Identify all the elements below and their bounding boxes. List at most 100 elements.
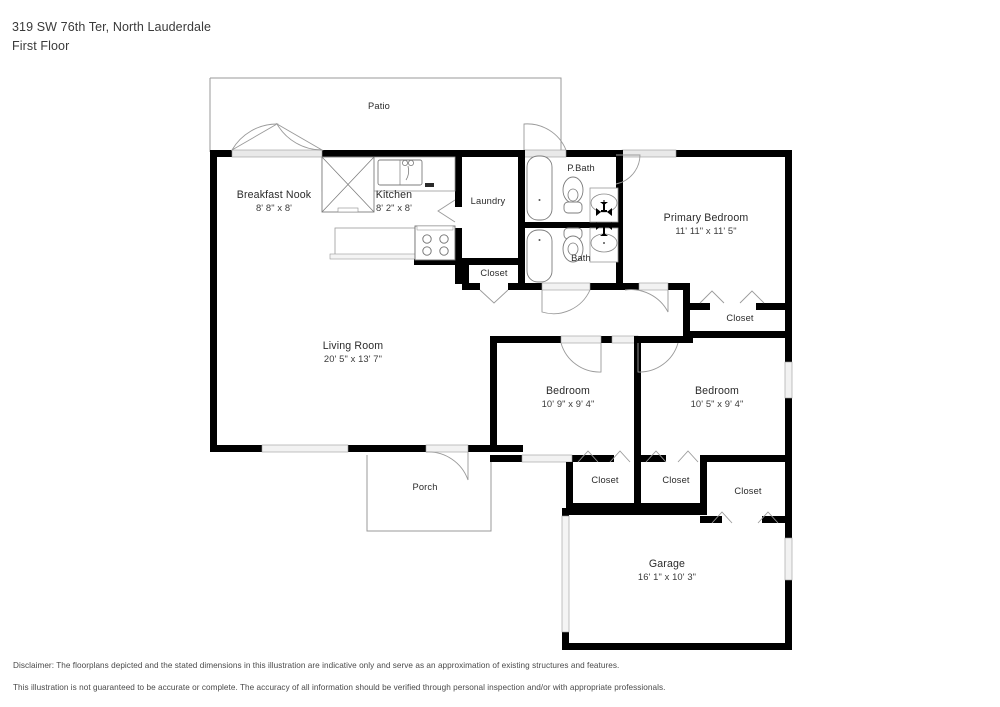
door-arc-patio-right bbox=[275, 122, 324, 151]
wall-bed-bottom-b bbox=[572, 455, 614, 462]
wall-closet-row-left bbox=[566, 462, 573, 510]
kitchen-island-counter bbox=[334, 227, 416, 259]
wall-left-exterior bbox=[210, 150, 217, 452]
wall-closet-primary-left bbox=[683, 283, 690, 331]
wall-right-exterior-c bbox=[785, 580, 792, 650]
toilet-icon-bath bbox=[562, 227, 584, 263]
wall-hall-top bbox=[490, 336, 612, 343]
floor-label: First Floor bbox=[12, 39, 70, 54]
porch-outline bbox=[366, 455, 492, 532]
wall-closet-garage-bottom-b bbox=[762, 516, 792, 523]
door-arc-closet-garage-b bbox=[757, 511, 779, 524]
window-right-garage bbox=[784, 537, 793, 581]
wall-closet-hall-left bbox=[462, 258, 469, 290]
wall-bath-bottom-b bbox=[590, 283, 623, 290]
patio-outline bbox=[209, 77, 562, 152]
wall-primary-bottom-a bbox=[623, 283, 639, 290]
disclaimer-line-1: Disclaimer: The floorplans depicted and … bbox=[13, 661, 620, 670]
pbath-fixtures bbox=[526, 155, 619, 223]
door-arc-closet-bed3-b bbox=[677, 450, 699, 463]
window-bottom-living bbox=[261, 444, 349, 453]
wall-kitchen-laundry-b bbox=[455, 228, 462, 284]
vanity-icon-bath bbox=[589, 227, 619, 263]
wall-closet-row-divider bbox=[634, 462, 641, 510]
wall-right-exterior-a bbox=[785, 150, 792, 362]
door-arc-patio-left bbox=[230, 123, 279, 152]
door-arc-bed3 bbox=[637, 342, 679, 373]
wall-top-left-a bbox=[210, 150, 232, 157]
door-arc-closet-garage-a bbox=[711, 511, 733, 524]
bathtub-icon-pbath bbox=[526, 155, 553, 221]
wall-top-mid bbox=[566, 150, 622, 157]
wall-garage-left-b bbox=[562, 632, 569, 650]
wall-garage-top bbox=[562, 508, 707, 515]
door-arc-primary bbox=[624, 289, 669, 313]
door-bed2-sill bbox=[560, 335, 602, 344]
door-arc-pbath bbox=[615, 154, 641, 185]
bath-fixtures bbox=[526, 222, 619, 283]
window-top-primary bbox=[621, 149, 677, 158]
plan-footer: Disclaimer: The floorplans depicted and … bbox=[13, 661, 973, 704]
door-arc-closet-bed2-b bbox=[609, 450, 631, 463]
refrigerator-icon bbox=[321, 156, 375, 213]
wall-top-left-b bbox=[322, 150, 524, 157]
wall-primary-bottom-b bbox=[668, 283, 690, 290]
wall-laundry-bath bbox=[518, 150, 525, 290]
kitchen-island-edge bbox=[329, 253, 416, 260]
wall-bed-bottom-d bbox=[700, 455, 792, 462]
door-arc-closet-primary-a bbox=[699, 290, 725, 304]
wall-closet-primary-bottom bbox=[683, 331, 792, 338]
kitchen-fixtures bbox=[321, 156, 456, 261]
wall-kitchen-stub bbox=[414, 258, 462, 265]
wall-closet-row-right bbox=[700, 462, 707, 510]
door-arc-closet-bed2-a bbox=[577, 450, 599, 463]
wall-hall-vertical bbox=[490, 336, 497, 452]
wall-bath-right-b bbox=[616, 190, 623, 290]
wall-top-right bbox=[676, 150, 792, 157]
door-arc-closet-hall bbox=[479, 289, 509, 304]
wall-bottom-living-b bbox=[348, 445, 426, 452]
wall-pbath-bath-divider bbox=[525, 222, 622, 228]
wall-bed2-bed3-divider bbox=[634, 336, 641, 461]
door-arc-kitchen-laundry bbox=[437, 199, 456, 223]
door-bath-sill bbox=[541, 282, 591, 291]
plan-header: 319 SW 76th Ter, North Lauderdale First … bbox=[12, 18, 211, 57]
wall-right-exterior-b bbox=[785, 398, 792, 538]
window-top-laundry bbox=[523, 149, 567, 158]
wall-closet-hall-bottom-a bbox=[462, 283, 480, 290]
disclaimer-line-2: This illustration is not guaranteed to b… bbox=[13, 682, 666, 692]
wall-bed-bottom-c bbox=[634, 455, 666, 462]
door-arc-bath bbox=[541, 289, 591, 315]
window-bed2-bottom bbox=[521, 454, 573, 463]
door-arc-closet-primary-b bbox=[739, 290, 765, 304]
wall-bottom-living-a bbox=[210, 445, 262, 452]
window-top-nook bbox=[231, 149, 323, 158]
toilet-icon-pbath bbox=[562, 176, 584, 214]
door-primary-sill bbox=[638, 282, 669, 291]
wall-closet-garage-bottom-a bbox=[700, 516, 722, 523]
wall-kitchen-laundry-a bbox=[455, 150, 462, 207]
wall-laundry-bottom bbox=[462, 258, 518, 265]
sink-icon bbox=[377, 159, 423, 186]
door-arc-bed2 bbox=[560, 342, 602, 373]
garage-door-opening bbox=[561, 515, 570, 633]
range-icon bbox=[414, 225, 456, 261]
kitchen-appliance-block bbox=[425, 183, 434, 187]
wall-closet-row-bottom bbox=[566, 503, 707, 510]
door-front-entry bbox=[425, 444, 469, 453]
wall-closet-primary-top-b bbox=[756, 303, 792, 310]
wall-group bbox=[210, 149, 793, 650]
wall-bottom-garage bbox=[562, 643, 792, 650]
wall-bed-bottom-a bbox=[490, 455, 522, 462]
wall-bath-right-a bbox=[616, 150, 623, 190]
window-right-bed3 bbox=[784, 361, 793, 399]
bath-fitting-marks bbox=[596, 222, 612, 236]
property-address: 319 SW 76th Ter, North Lauderdale bbox=[12, 20, 212, 34]
wall-hall-top-b bbox=[638, 336, 693, 343]
pbath-fitting-marks bbox=[596, 202, 612, 216]
door-arc-patio-laundry bbox=[523, 123, 567, 151]
door-swing-group bbox=[230, 122, 779, 524]
wall-closet-primary-top-a bbox=[690, 303, 710, 310]
